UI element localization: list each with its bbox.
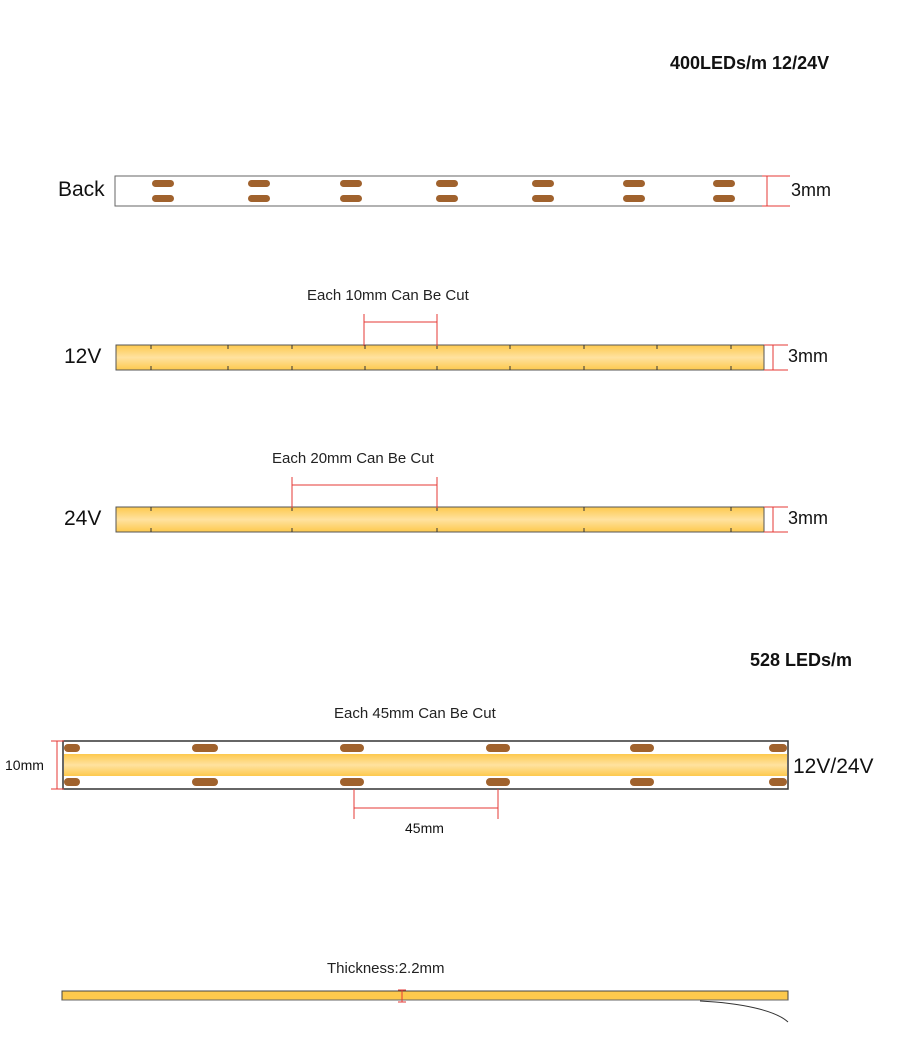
wide-bottom-pads (64, 778, 787, 786)
strip-528 (51, 740, 789, 819)
strip-24v (115, 477, 788, 533)
cut-note-10mm: Each 10mm Can Be Cut (307, 287, 469, 304)
cut-10mm-dimension (363, 314, 438, 346)
wide-width-dimension (51, 740, 64, 790)
spec-heading-400: 400LEDs/m 12/24V (670, 53, 830, 73)
pitch-45mm-dimension (353, 789, 499, 819)
strip-12v (115, 314, 788, 371)
thickness-dimension (398, 989, 406, 1003)
label-12v-24v: 12V/24V (793, 755, 874, 778)
label-12v: 12V (64, 345, 102, 368)
back-label: Back (58, 178, 105, 201)
label-24v: 24V (64, 507, 102, 530)
back-thickness-label: 3mm (791, 180, 831, 200)
spec-heading-528: 528 LEDs/m (750, 650, 853, 670)
v24-width-label: 3mm (788, 508, 828, 528)
wide-width-label: 10mm (5, 757, 44, 773)
wide-top-pads (64, 744, 787, 752)
cut-note-20mm: Each 20mm Can Be Cut (272, 450, 434, 467)
strip-profile (61, 989, 789, 1023)
cut-20mm-dimension (291, 477, 438, 508)
thickness-note: Thickness:2.2mm (327, 960, 445, 977)
v12-width-dimension (764, 344, 788, 371)
back-strip (114, 175, 790, 207)
back-pads (152, 180, 735, 202)
wide-pitch-label: 45mm (405, 820, 444, 836)
cut-note-45mm: Each 45mm Can Be Cut (334, 705, 496, 722)
v12-width-label: 3mm (788, 346, 828, 366)
back-thickness-dimension (762, 175, 790, 207)
v24-width-dimension (764, 506, 788, 533)
